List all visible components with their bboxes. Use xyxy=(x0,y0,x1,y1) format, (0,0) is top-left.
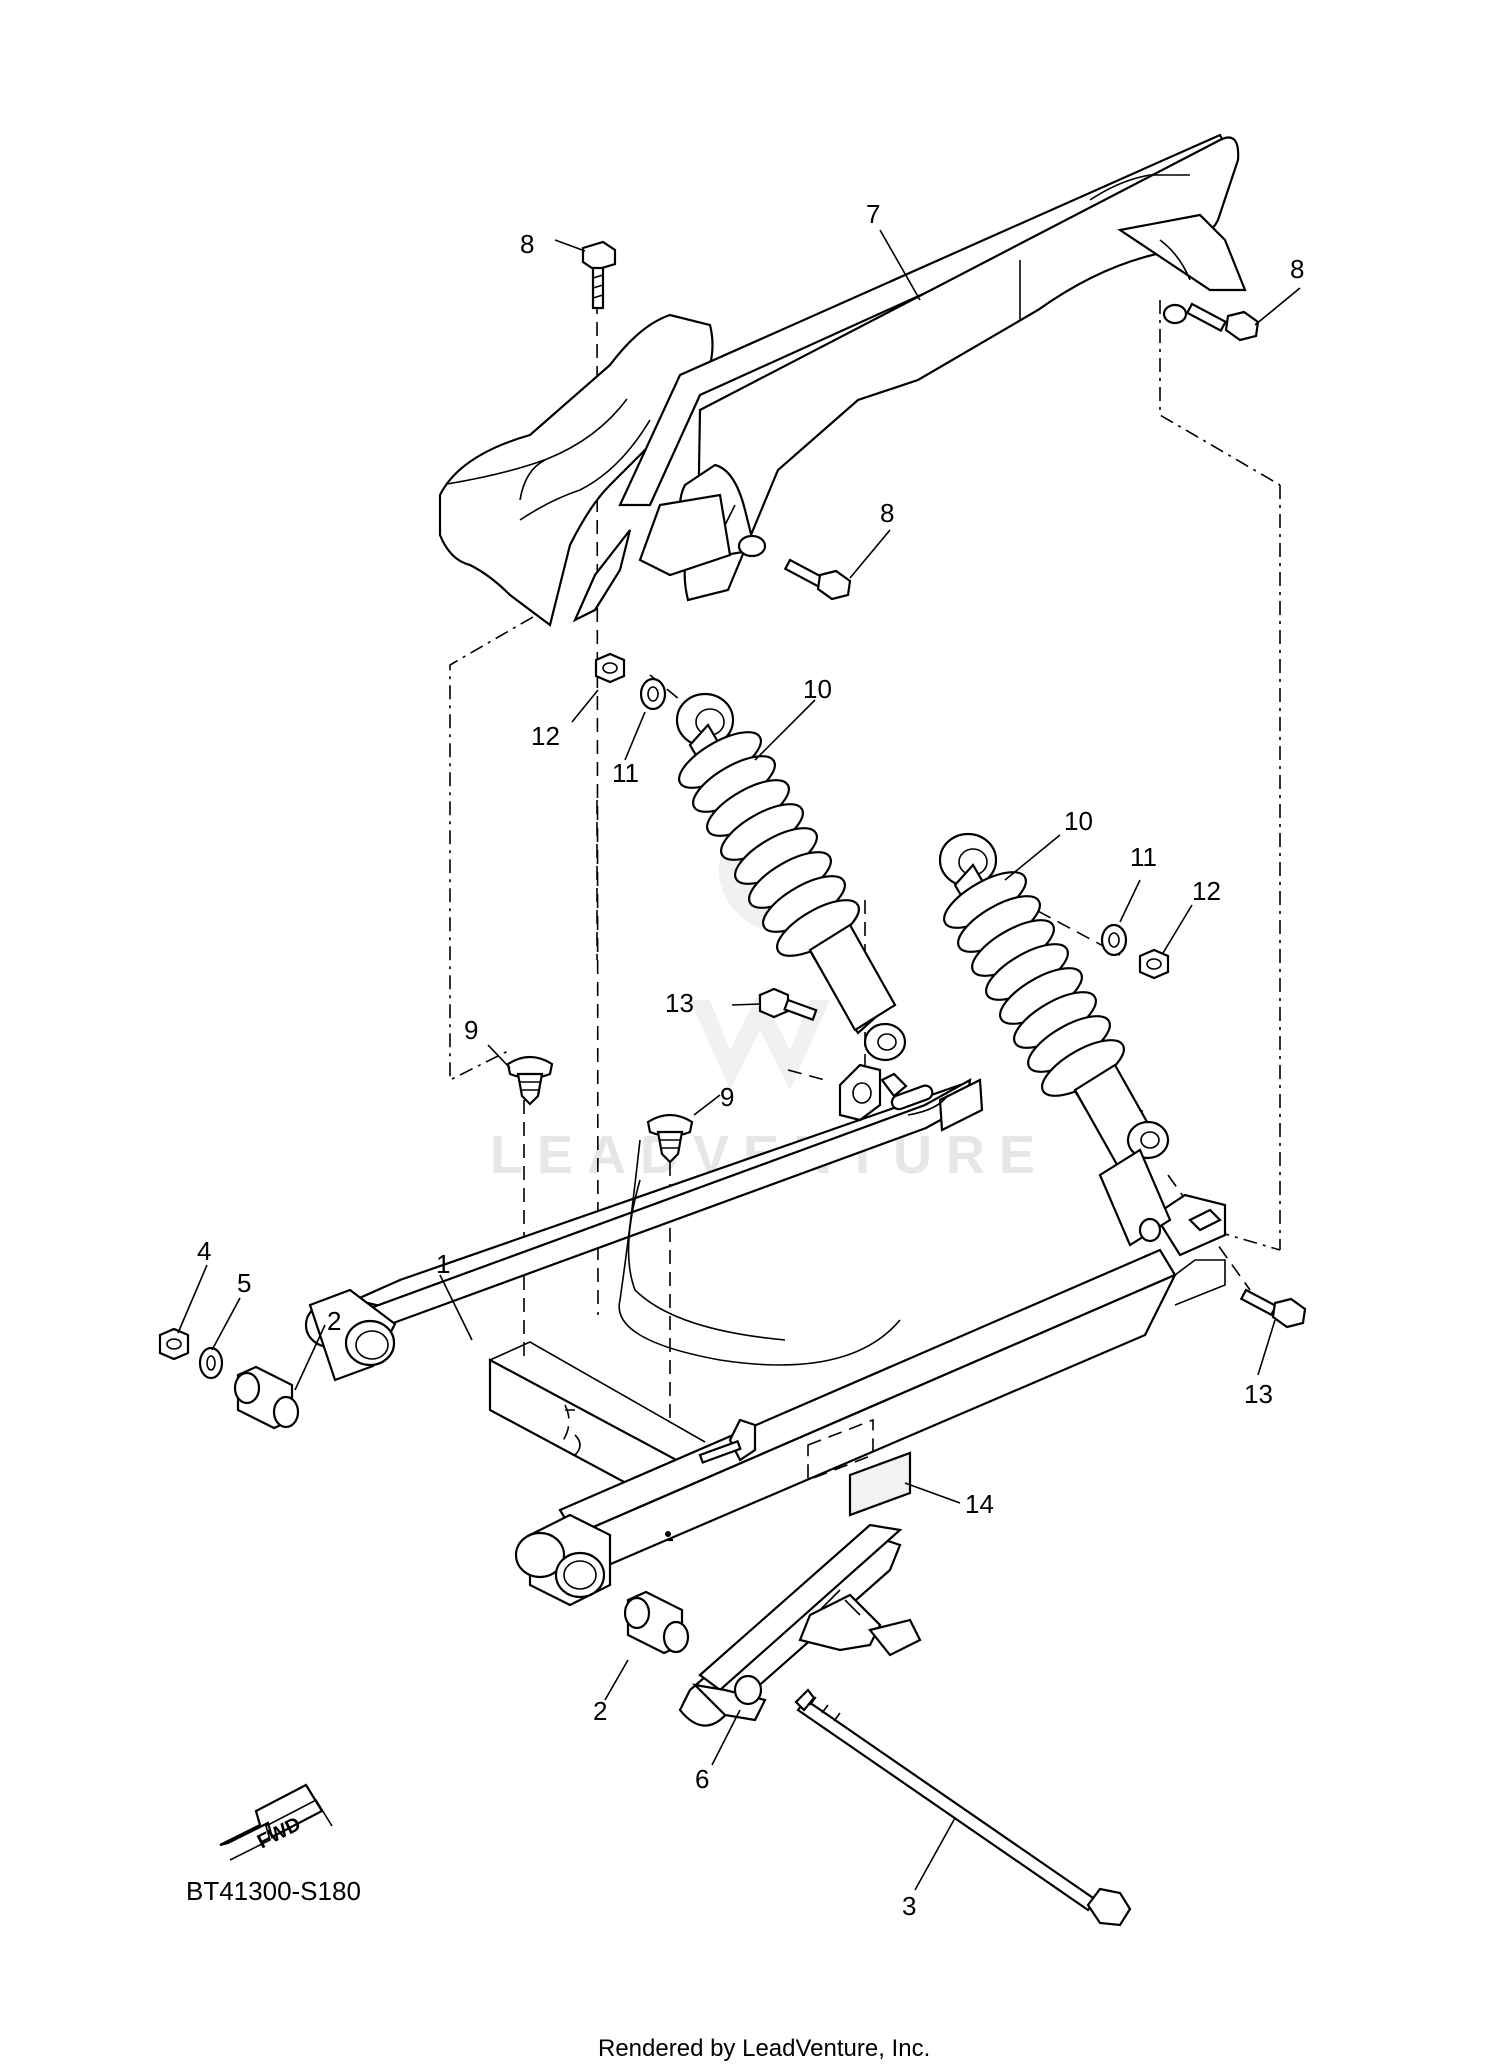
bolt-13-upper xyxy=(758,987,818,1022)
swingarm xyxy=(304,1063,1227,1607)
callouts: 1 2 2 3 4 5 6 7 8 8 8 9 9 10 10 11 11 12… xyxy=(197,199,1304,1921)
washer-11-right xyxy=(1100,923,1128,957)
callout-14: 14 xyxy=(965,1489,994,1519)
bushing-2-lower xyxy=(623,1590,690,1655)
chain-case xyxy=(438,133,1247,627)
grommet-9-left xyxy=(506,1055,554,1106)
callout-10-left: 10 xyxy=(803,674,832,704)
bolt-8-top xyxy=(581,240,617,310)
callout-1: 1 xyxy=(436,1249,450,1279)
bolt-13-lower xyxy=(1239,1288,1307,1329)
callout-9-right: 9 xyxy=(720,1082,734,1112)
callout-11-left: 11 xyxy=(612,758,639,788)
fwd-arrow-icon: FWD xyxy=(219,1783,333,1861)
callout-4: 4 xyxy=(197,1236,211,1266)
chain-slider xyxy=(678,1523,922,1727)
callout-8-top: 8 xyxy=(520,229,534,259)
nut-12-left xyxy=(594,652,626,684)
callout-9-left: 9 xyxy=(464,1015,478,1045)
shock-absorber-left xyxy=(675,692,907,1062)
callout-6: 6 xyxy=(695,1764,709,1794)
callout-2-lower: 2 xyxy=(593,1696,607,1726)
bolt-8-middle xyxy=(783,558,852,601)
washer-11-left xyxy=(639,677,667,711)
footer-credit: Rendered by LeadVenture, Inc. xyxy=(598,2035,930,2062)
diagram-code: BT41300-S180 xyxy=(186,1876,361,1906)
callout-13-upper: 13 xyxy=(665,988,694,1018)
bolt-8-right xyxy=(1185,302,1260,342)
callout-5: 5 xyxy=(237,1268,251,1298)
callout-12-right: 12 xyxy=(1192,876,1221,906)
pivot-shaft xyxy=(794,1688,1132,1927)
callout-3: 3 xyxy=(902,1891,916,1921)
callout-11-right: 11 xyxy=(1130,842,1157,872)
callout-7: 7 xyxy=(866,199,880,229)
shock-absorber-right xyxy=(938,832,1170,1175)
callout-10-right: 10 xyxy=(1064,806,1093,836)
callout-13-lower: 13 xyxy=(1244,1379,1273,1409)
callout-2-upper: 2 xyxy=(327,1306,341,1336)
nut-12-right xyxy=(1138,948,1170,980)
washer-5 xyxy=(198,1346,224,1380)
callout-8-right: 8 xyxy=(1290,254,1304,284)
grommet-9-right xyxy=(646,1113,694,1164)
callout-8-middle: 8 xyxy=(880,498,894,528)
leader-lines xyxy=(177,229,1301,1891)
callout-12-left: 12 xyxy=(531,721,560,751)
label-sticker-14 xyxy=(848,1451,912,1517)
nut-4 xyxy=(158,1327,190,1361)
bushing-2-upper xyxy=(233,1365,300,1430)
